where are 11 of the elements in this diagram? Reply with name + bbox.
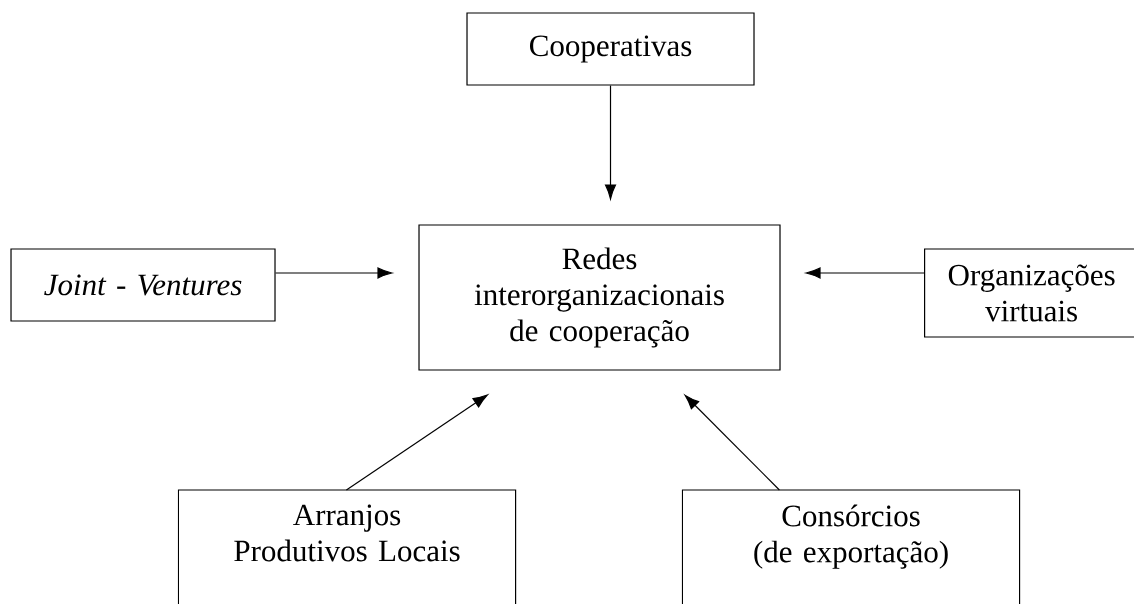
box: Redes interorganizacionais de cooperação	[418, 224, 781, 371]
arrow	[805, 267, 925, 279]
box: Joint - Ventures	[10, 248, 276, 322]
arrow	[604, 85, 617, 200]
box: Consórcios (de exportação)	[681, 489, 1021, 604]
box: Arranjos Produtivos Locais	[177, 489, 517, 604]
box: Cooperativas	[466, 12, 755, 86]
arrow	[684, 394, 780, 491]
box: Organizações virtuais	[924, 248, 1134, 338]
arrow	[345, 394, 488, 491]
arrow	[275, 267, 393, 279]
